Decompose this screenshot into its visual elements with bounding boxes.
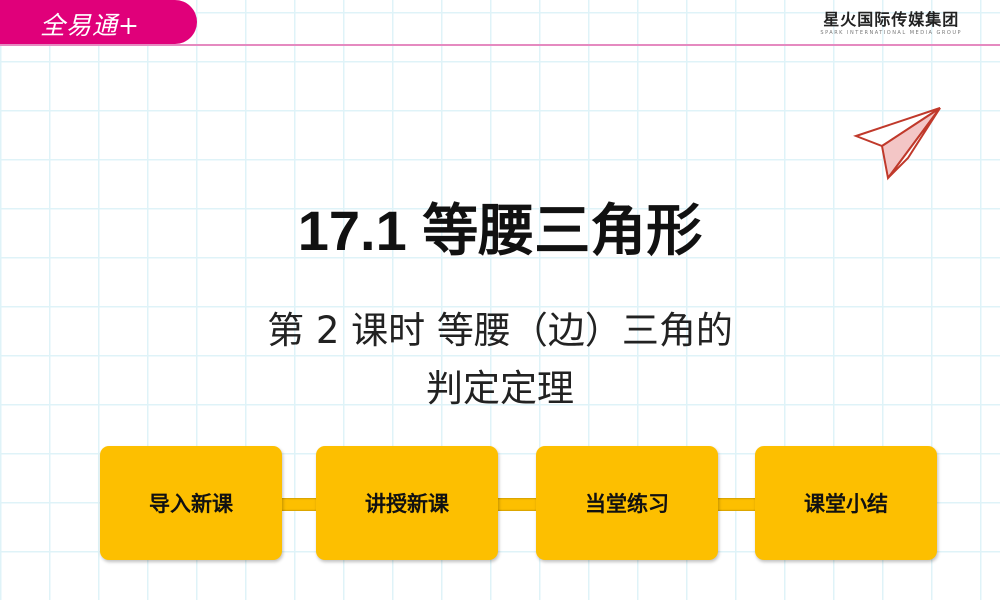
header-divider	[0, 44, 1000, 46]
nav-button-summary[interactable]: 课堂小结	[755, 446, 937, 560]
paper-plane-icon	[853, 107, 941, 181]
page-title: 17.1 等腰三角形	[297, 199, 703, 262]
subtitle-line1: 第 2 课时 等腰（边）三角的	[267, 309, 733, 352]
nav-button-intro[interactable]: 导入新课	[100, 446, 282, 560]
brand: 星火国际传媒集团 SPARK INTERNATIONAL MEDIA GROUP	[820, 6, 962, 36]
brand-name: 星火国际传媒集团	[823, 10, 960, 29]
nav-button-lecture[interactable]: 讲授新课	[316, 446, 498, 560]
logo: 全易通+	[0, 0, 197, 44]
brand-name-en: SPARK INTERNATIONAL MEDIA GROUP	[820, 30, 962, 36]
subtitle-line2: 判定定理	[426, 367, 574, 410]
nav-button-practice[interactable]: 当堂练习	[536, 446, 718, 560]
